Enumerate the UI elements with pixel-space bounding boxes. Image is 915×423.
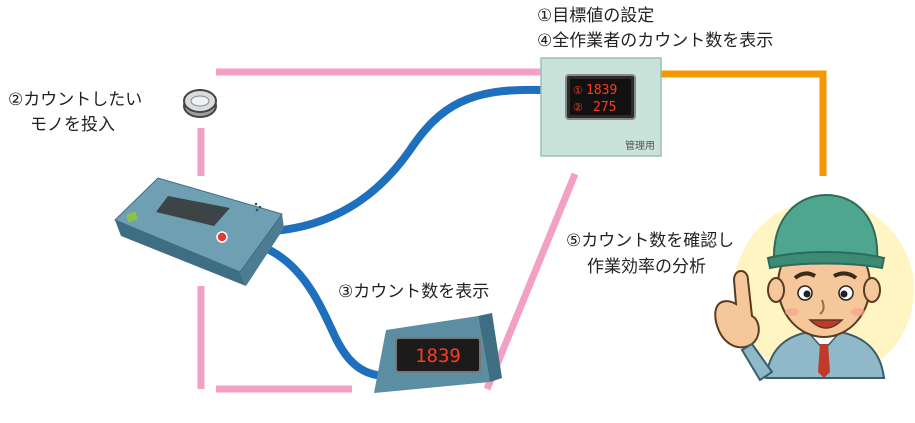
label-step5-line1: ⑤カウント数を確認し [566, 231, 735, 251]
management-unit: ① 1839 ② 275 管理用 [540, 57, 662, 157]
counter-display-value: 1839 [415, 345, 461, 367]
counter-display: 1839 [374, 313, 502, 393]
worker-pointing-icon [714, 193, 914, 382]
mgmt-row1-mark: ① [573, 84, 583, 97]
label-step5-line2: 作業効率の分析 [587, 257, 706, 277]
orange-connection-line [661, 70, 827, 176]
device-slot [156, 196, 230, 226]
mgmt-row2-mark: ② [573, 101, 583, 114]
cable-to-management [270, 85, 544, 235]
device-red-button [216, 231, 228, 243]
mgmt-row1-value: 1839 [586, 83, 617, 98]
counter-device [114, 177, 284, 286]
label-step2-line2: モノを投入 [30, 115, 115, 135]
label-step2-line1: ②カウントしたい [8, 90, 143, 110]
mgmt-caption: 管理用 [625, 139, 655, 152]
blue-cables [254, 85, 544, 380]
coin-object-icon [183, 89, 217, 118]
device-indicator-light [125, 211, 139, 223]
mgmt-row2-value: 275 [593, 100, 616, 115]
cable-to-display [254, 241, 389, 380]
label-step4: ④全作業者のカウント数を表示 [537, 31, 774, 51]
pink-line-diagonal [483, 172, 579, 391]
label-step3: ③カウント数を表示 [338, 282, 490, 302]
pink-connection-lines [197, 68, 579, 393]
label-step1: ①目標値の設定 [537, 6, 655, 26]
